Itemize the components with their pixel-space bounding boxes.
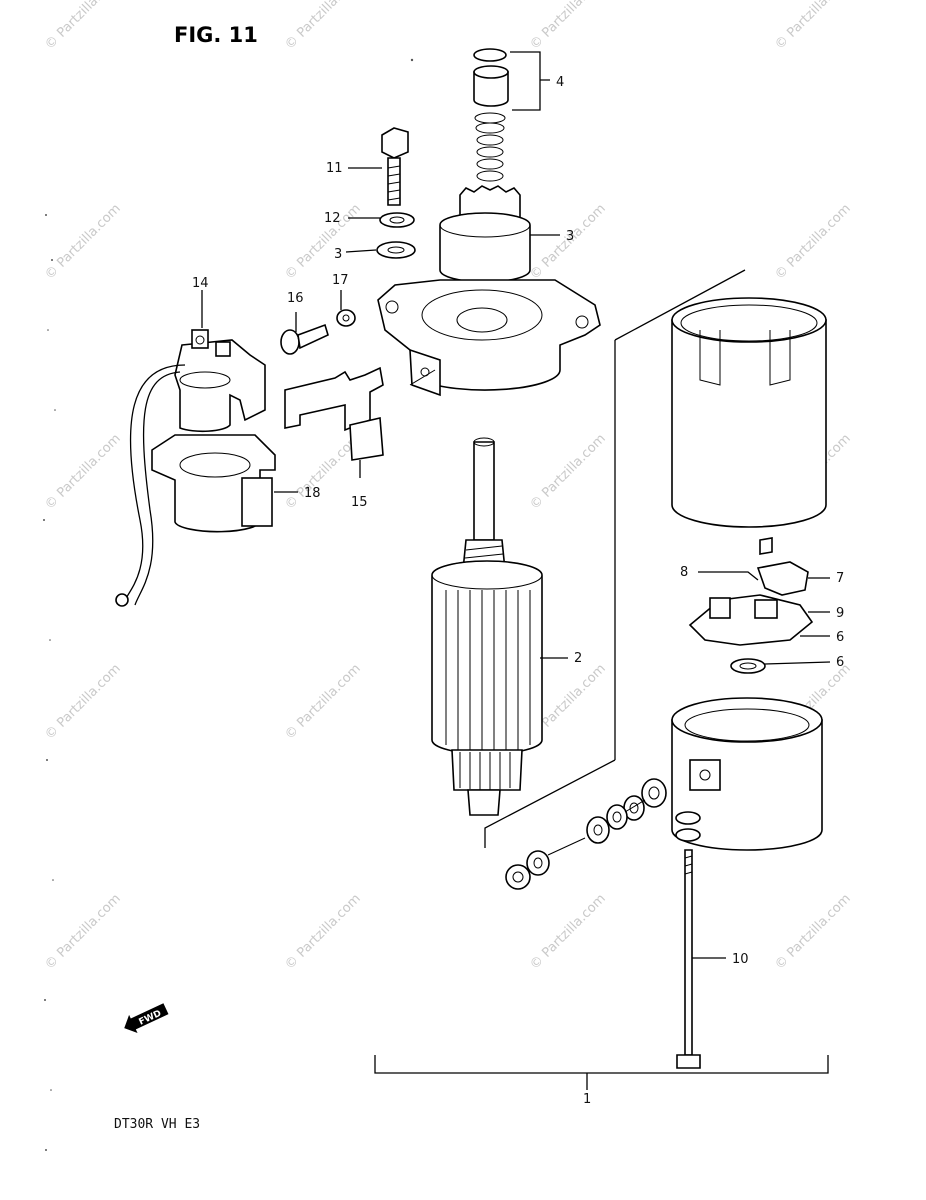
forward-direction-icon: FWD: [124, 1003, 169, 1033]
callout-labels: 4 3 11 12 3 14 16 17 15 18 2 8 7 9 6 6 1…: [192, 75, 844, 1107]
yoke-housing: [671, 297, 827, 528]
watermark: © Partzilla.com: [282, 891, 364, 973]
watermark: © Partzilla.com: [282, 661, 364, 743]
rear-bracket: [671, 697, 823, 851]
callout-3: 3: [566, 229, 574, 244]
watermark: © Partzilla.com: [527, 0, 609, 53]
part-17-washer: [336, 309, 356, 327]
watermark: © Partzilla.com: [527, 431, 609, 513]
callout-10: 10: [732, 952, 749, 967]
callout-1: 1: [583, 1092, 591, 1107]
callout-16: 16: [287, 291, 304, 306]
part-10-through-bolt: [676, 849, 701, 1069]
part-12-lock-washer: [379, 212, 415, 228]
callout-18: 18: [304, 486, 321, 501]
watermark: © Partzilla.com: [282, 0, 364, 53]
callout-4: 4: [556, 75, 564, 90]
figure-title: FIG. 11: [174, 23, 258, 47]
callout-2: 2: [574, 651, 582, 666]
watermark: © Partzilla.com: [772, 0, 854, 53]
watermark: © Partzilla.com: [42, 0, 124, 53]
part-18-solenoid-cover: [151, 434, 276, 533]
part-9-brush-plate: [688, 594, 814, 646]
watermark: © Partzilla.com: [772, 201, 854, 283]
part-3-washer: [376, 241, 416, 259]
callout-15: 15: [351, 495, 368, 510]
watermark: © Partzilla.com: [282, 201, 364, 283]
callout-3: 3: [334, 247, 342, 262]
scan-noise: [43, 58, 414, 1151]
callout-7: 7: [836, 571, 844, 586]
callout-9: 9: [836, 606, 844, 621]
front-bracket: [377, 279, 601, 397]
part-4-stop-collar: [473, 48, 509, 182]
callout-6: 6: [836, 655, 844, 670]
callout-12: 12: [324, 211, 341, 226]
watermark: © Partzilla.com: [42, 431, 124, 513]
watermark: © Partzilla.com: [42, 661, 124, 743]
watermark: © Partzilla.com: [42, 891, 124, 973]
watermark: © Partzilla.com: [42, 201, 124, 283]
callout-11: 11: [326, 161, 343, 176]
thrust-washer-set: [505, 778, 701, 890]
callout-6: 6: [836, 630, 844, 645]
callout-14: 14: [192, 276, 209, 291]
assembly-outline: [374, 269, 829, 1090]
part-11-bolt: [381, 127, 409, 206]
watermark: © Partzilla.com: [527, 891, 609, 973]
part-3-pinion-gear: [439, 185, 531, 283]
part-6-washer: [730, 658, 766, 674]
part-7-brush-holder: [756, 537, 809, 596]
watermark: © Partzilla.com: [772, 891, 854, 973]
part-15-bracket: [284, 366, 384, 461]
callout-17: 17: [332, 273, 349, 288]
part-16-screw: [280, 323, 329, 355]
part-14-solenoid: [115, 329, 266, 607]
callout-8: 8: [680, 565, 688, 580]
model-code: DT30R VH E3: [114, 1117, 200, 1132]
part-2-armature: [431, 437, 543, 816]
leader-lines: [201, 167, 831, 959]
